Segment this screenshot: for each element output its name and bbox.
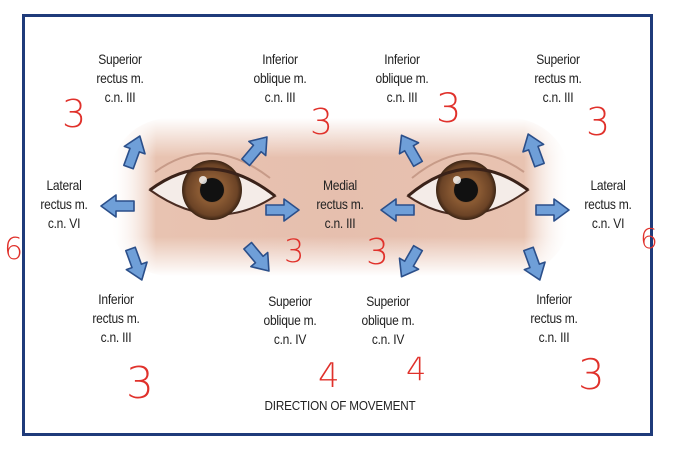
arrow-medial-rectus-right (380, 198, 415, 222)
arrow-superior-oblique-right (398, 244, 424, 278)
annotation-4-superior-oblique-left: 4 (318, 356, 340, 396)
arrow-medial-rectus-left (265, 198, 300, 222)
annotation-4-superior-oblique-right: 4 (406, 350, 427, 388)
annotation-3-medial-left: 3 (284, 232, 305, 270)
annotation-3-superior-rectus-right: 3 (586, 100, 611, 144)
caption-direction-of-movement: DIRECTION OF MOVEMENT (264, 398, 416, 413)
annotation-3-medial-right: 3 (366, 232, 389, 273)
arrow-lateral-rectus-left (100, 194, 135, 218)
arrow-inferior-rectus-right (523, 246, 546, 281)
arrow-inferior-rectus-left (125, 246, 148, 281)
annotation-6-lateral-right: 6 (640, 222, 658, 255)
annotation-3-inferior-oblique-right: 3 (436, 86, 462, 132)
annotation-3-inferior-rectus-right: 3 (578, 350, 605, 399)
arrow-superior-rectus-left (123, 135, 146, 170)
right-eye (406, 152, 530, 220)
annotation-3-inferior-rectus-left: 3 (126, 358, 154, 409)
annotation-6-lateral-left: 6 (4, 232, 24, 267)
arrow-inferior-oblique-right (398, 134, 424, 168)
arrow-superior-rectus-right (522, 133, 545, 168)
arrow-inferior-oblique-left (241, 136, 268, 167)
arrow-lateral-rectus-right (535, 198, 570, 222)
left-eye (148, 152, 277, 220)
annotation-3-inferior-oblique-left: 3 (310, 102, 333, 143)
arrow-superior-oblique-left (243, 241, 270, 272)
annotation-3-superior-rectus-left: 3 (62, 92, 87, 136)
